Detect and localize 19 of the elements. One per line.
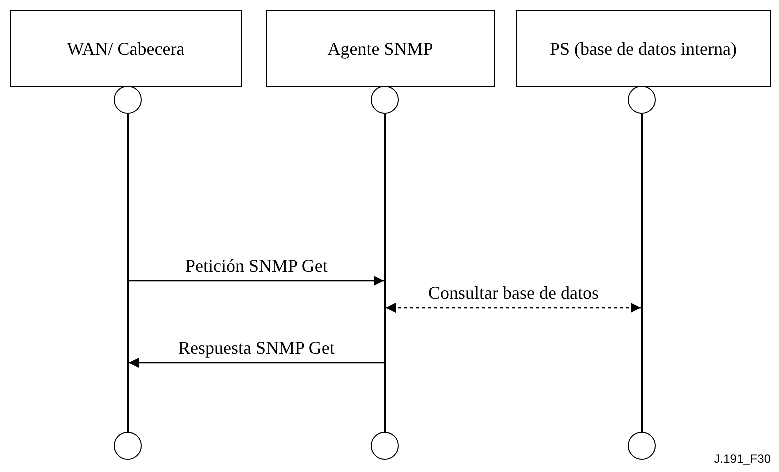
lifeline bbox=[641, 114, 643, 432]
participant-box bbox=[516, 10, 771, 87]
message-arrow bbox=[129, 358, 384, 368]
lifeline-end-circle bbox=[628, 432, 656, 460]
lifeline-end-circle bbox=[628, 86, 656, 114]
participant-name: WAN/ Cabecera bbox=[66, 38, 186, 60]
lifeline bbox=[127, 114, 129, 432]
lifeline-end-circle bbox=[114, 432, 142, 460]
participant-name: PS (base de datos interna) bbox=[549, 38, 738, 60]
participant-box bbox=[266, 10, 495, 87]
message-arrow bbox=[386, 303, 641, 313]
message-arrow bbox=[129, 276, 384, 286]
lifeline bbox=[384, 114, 386, 432]
lifeline-end-circle bbox=[371, 86, 399, 114]
lifeline-end-circle bbox=[371, 432, 399, 460]
participant-name: Agente SNMP bbox=[326, 38, 434, 60]
participant-box bbox=[10, 10, 242, 87]
figure-id: J.191_F30 bbox=[712, 452, 773, 466]
lifeline-end-circle bbox=[114, 86, 142, 114]
